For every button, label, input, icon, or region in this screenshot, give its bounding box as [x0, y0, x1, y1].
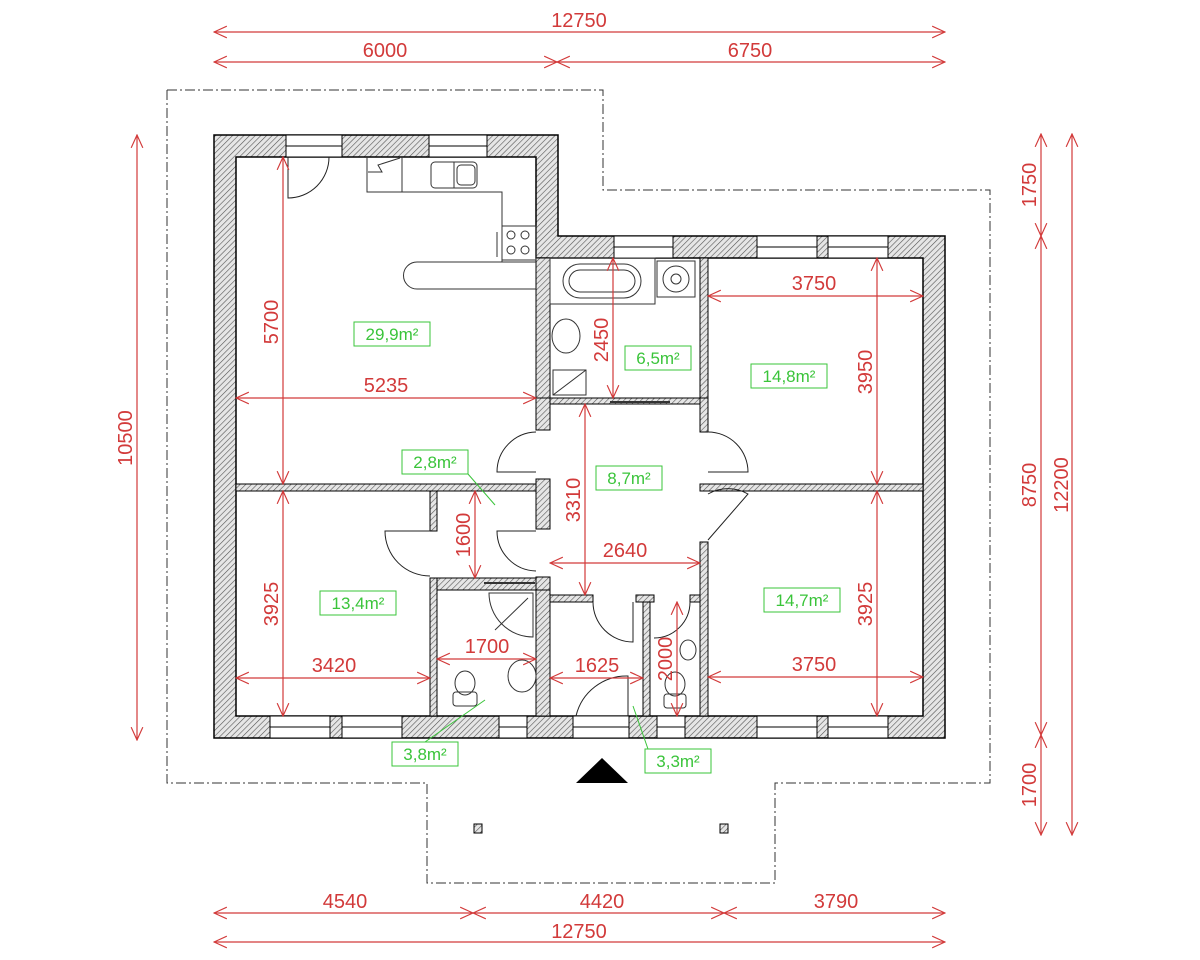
- area-bathroom: 6,5m²: [636, 349, 680, 368]
- dim-bedroom-se-width: 3750: [792, 654, 837, 676]
- windows: [269, 134, 889, 739]
- dim-right-bottom: 1700: [1019, 763, 1041, 808]
- dim-bedroom-se-height: 3925: [855, 582, 877, 627]
- dim-top-total: 12750: [551, 10, 607, 32]
- terrace-post-left: [473, 823, 483, 834]
- dim-bottom-total: 12750: [551, 921, 607, 943]
- area-hall: 8,7m²: [607, 469, 651, 488]
- roof-outline: [166, 89, 991, 884]
- kitchen-fixtures: [366, 157, 537, 290]
- room-area-texts: 29,9m² 6,5m² 14,8m² 2,8m² 8,7m² 13,4m² 1…: [332, 325, 829, 771]
- dim-bedroom-sw-width: 3420: [312, 655, 357, 677]
- dim-bottom-seg-3: 3790: [814, 891, 859, 913]
- dim-right-total: 12200: [1051, 457, 1073, 513]
- terrace-post-right: [719, 823, 729, 834]
- dim-bottom-seg-1: 4540: [323, 891, 368, 913]
- dim-corridor-height: 1600: [453, 513, 475, 558]
- area-kitchen-living: 29,9m²: [366, 325, 419, 344]
- dim-bath-height: 2450: [591, 318, 613, 363]
- dimension-lines: [137, 32, 1072, 942]
- dim-kitchen-height: 5700: [261, 300, 283, 345]
- dim-shower-room-width: 1700: [465, 636, 510, 658]
- area-corridor: 2,8m²: [413, 453, 457, 472]
- area-bedroom-ne: 14,8m²: [763, 367, 816, 386]
- area-entry-wc: 3,3m²: [656, 752, 700, 771]
- dimension-labels: 12750 6000 6750 4540 4420 3790 12750 105…: [115, 10, 1073, 943]
- area-shower-room: 3,8m²: [403, 745, 447, 764]
- dim-right-mid: 8750: [1019, 463, 1041, 508]
- dim-hall-width: 2640: [603, 540, 648, 562]
- dim-left-total: 10500: [115, 410, 137, 466]
- dim-wc-height: 2000: [655, 637, 677, 682]
- room-area-labels: [319, 321, 841, 774]
- dim-bedroom-ne-width: 3750: [792, 273, 837, 295]
- dim-top-right: 6750: [728, 40, 773, 62]
- dim-kitchen-width: 5235: [364, 375, 409, 397]
- entrance-arrow-icon: [576, 758, 628, 783]
- dim-bottom-seg-2: 4420: [580, 891, 625, 913]
- walls: [213, 134, 946, 739]
- shower-room-fixtures: [452, 582, 537, 707]
- dim-top-left: 6000: [363, 40, 408, 62]
- area-bedroom-se: 14,7m²: [776, 591, 829, 610]
- dim-bedroom-ne-height: 3950: [855, 350, 877, 395]
- dim-right-top: 1750: [1019, 163, 1041, 208]
- area-bedroom-sw: 13,4m²: [332, 594, 385, 613]
- dim-entry-width: 1625: [575, 655, 620, 677]
- bathroom-fixtures: [549, 257, 696, 403]
- dim-bedroom-sw-height: 3925: [261, 582, 283, 627]
- dim-hall-height: 3310: [563, 478, 585, 523]
